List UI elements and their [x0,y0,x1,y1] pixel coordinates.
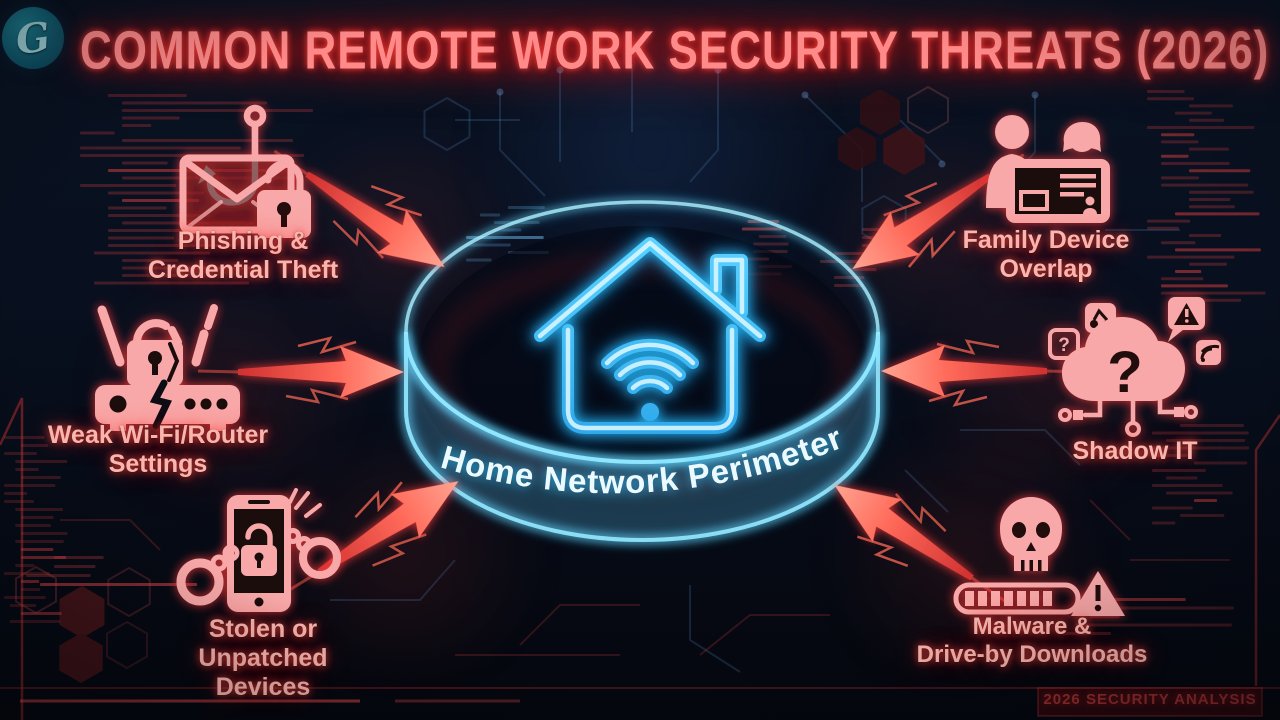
threat-label-line: Weak Wi-Fi/Router [47,421,269,449]
family-shared-device-icon [986,115,1110,223]
unknown-cloud-apps-icon: ? ? [1048,297,1221,437]
threat-label-line: Overlap [999,255,1093,283]
broken-router-lock-icon [95,304,240,431]
threat-label-line: Shadow IT [1072,437,1198,465]
threat-label-phishing: Phishing & Credential Theft [123,227,363,285]
brand-logo: G [2,7,64,69]
threat-label-line: Unpatched Devices [198,644,328,701]
threat-label-line: Family Device [962,226,1130,254]
threat-label-line: Malware & [972,613,1092,640]
threat-label-family-device: Family Device Overlap [948,226,1144,284]
threat-label-malware: Malware & Drive-by Downloads [912,613,1152,669]
hex-cluster-top-right [838,85,949,175]
brand-monogram: G [12,12,54,64]
handcuffed-phone-icon [176,488,341,612]
threat-label-shadow-it: Shadow IT [1052,437,1218,466]
threat-arrow-shadow-it [881,341,1087,405]
skull-download-warning-icon [953,497,1125,616]
threat-label-line: Phishing & [177,227,309,255]
page-title: COMMON REMOTE WORK SECURITY THREATS (202… [80,21,1270,81]
threat-label-line: Settings [108,450,208,478]
threat-label-line: Drive-by Downloads [916,641,1148,668]
watermark: 2026 SECURITY ANALYSIS [1043,691,1257,708]
svg-text:?: ? [1058,335,1070,356]
threat-label-line: Credential Theft [147,256,339,284]
threat-label-weak-wifi: Weak Wi-Fi/Router Settings [38,421,278,479]
threat-label-line: Stolen or [208,615,318,643]
threat-label-stolen-devices: Stolen or Unpatched Devices [148,615,378,702]
email-hook-lock-icon [179,104,311,238]
svg-text:?: ? [1107,340,1142,405]
threat-arrow-malware [815,460,1022,628]
